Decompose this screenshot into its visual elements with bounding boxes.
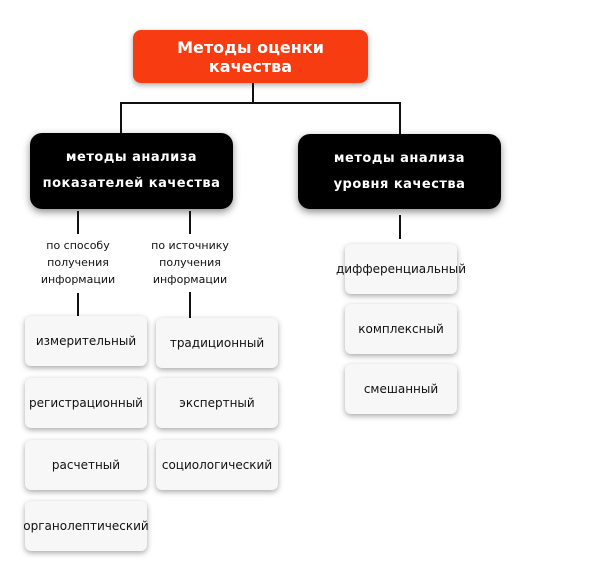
leaf-node: измерительный (25, 316, 147, 366)
label-line: получения (47, 256, 109, 269)
leaf-node: дифференциальный (336, 244, 466, 294)
leaf-node: смешанный (345, 364, 457, 414)
leaf-node: регистрационный (25, 378, 147, 428)
leaf-node: традиционный (156, 318, 278, 368)
leaf-node: органолептический (23, 501, 149, 551)
category-indicators: методы анализа показателей качества (30, 133, 233, 209)
label-line: получения (159, 256, 221, 269)
connector (399, 215, 401, 239)
root-node: Методы оценки качества (133, 30, 368, 83)
connector (252, 83, 254, 104)
connector (399, 102, 401, 134)
category-level: методы анализа уровня качества (298, 134, 501, 209)
category-line: уровня качества (333, 176, 466, 192)
leaf-node: расчетный (25, 440, 147, 490)
category-line: методы анализа (65, 150, 198, 165)
label-line: информации (40, 273, 116, 286)
connector (189, 292, 191, 318)
leaf-node: социологический (156, 440, 278, 490)
label-line: по способу (46, 239, 110, 252)
group-label: по источнику получения информации (130, 237, 250, 288)
connector (189, 211, 191, 234)
leaf-node: комплексный (345, 304, 457, 354)
connector (77, 293, 79, 317)
connector (120, 102, 401, 104)
label-line: по источнику (151, 239, 229, 252)
category-line: показателей качества (42, 176, 221, 191)
label-line: информации (152, 273, 228, 286)
connector (120, 102, 122, 133)
leaf-node: экспертный (156, 378, 278, 428)
connector (77, 211, 79, 234)
group-label: по способу получения информации (18, 237, 138, 288)
category-line: методы анализа (333, 150, 466, 166)
